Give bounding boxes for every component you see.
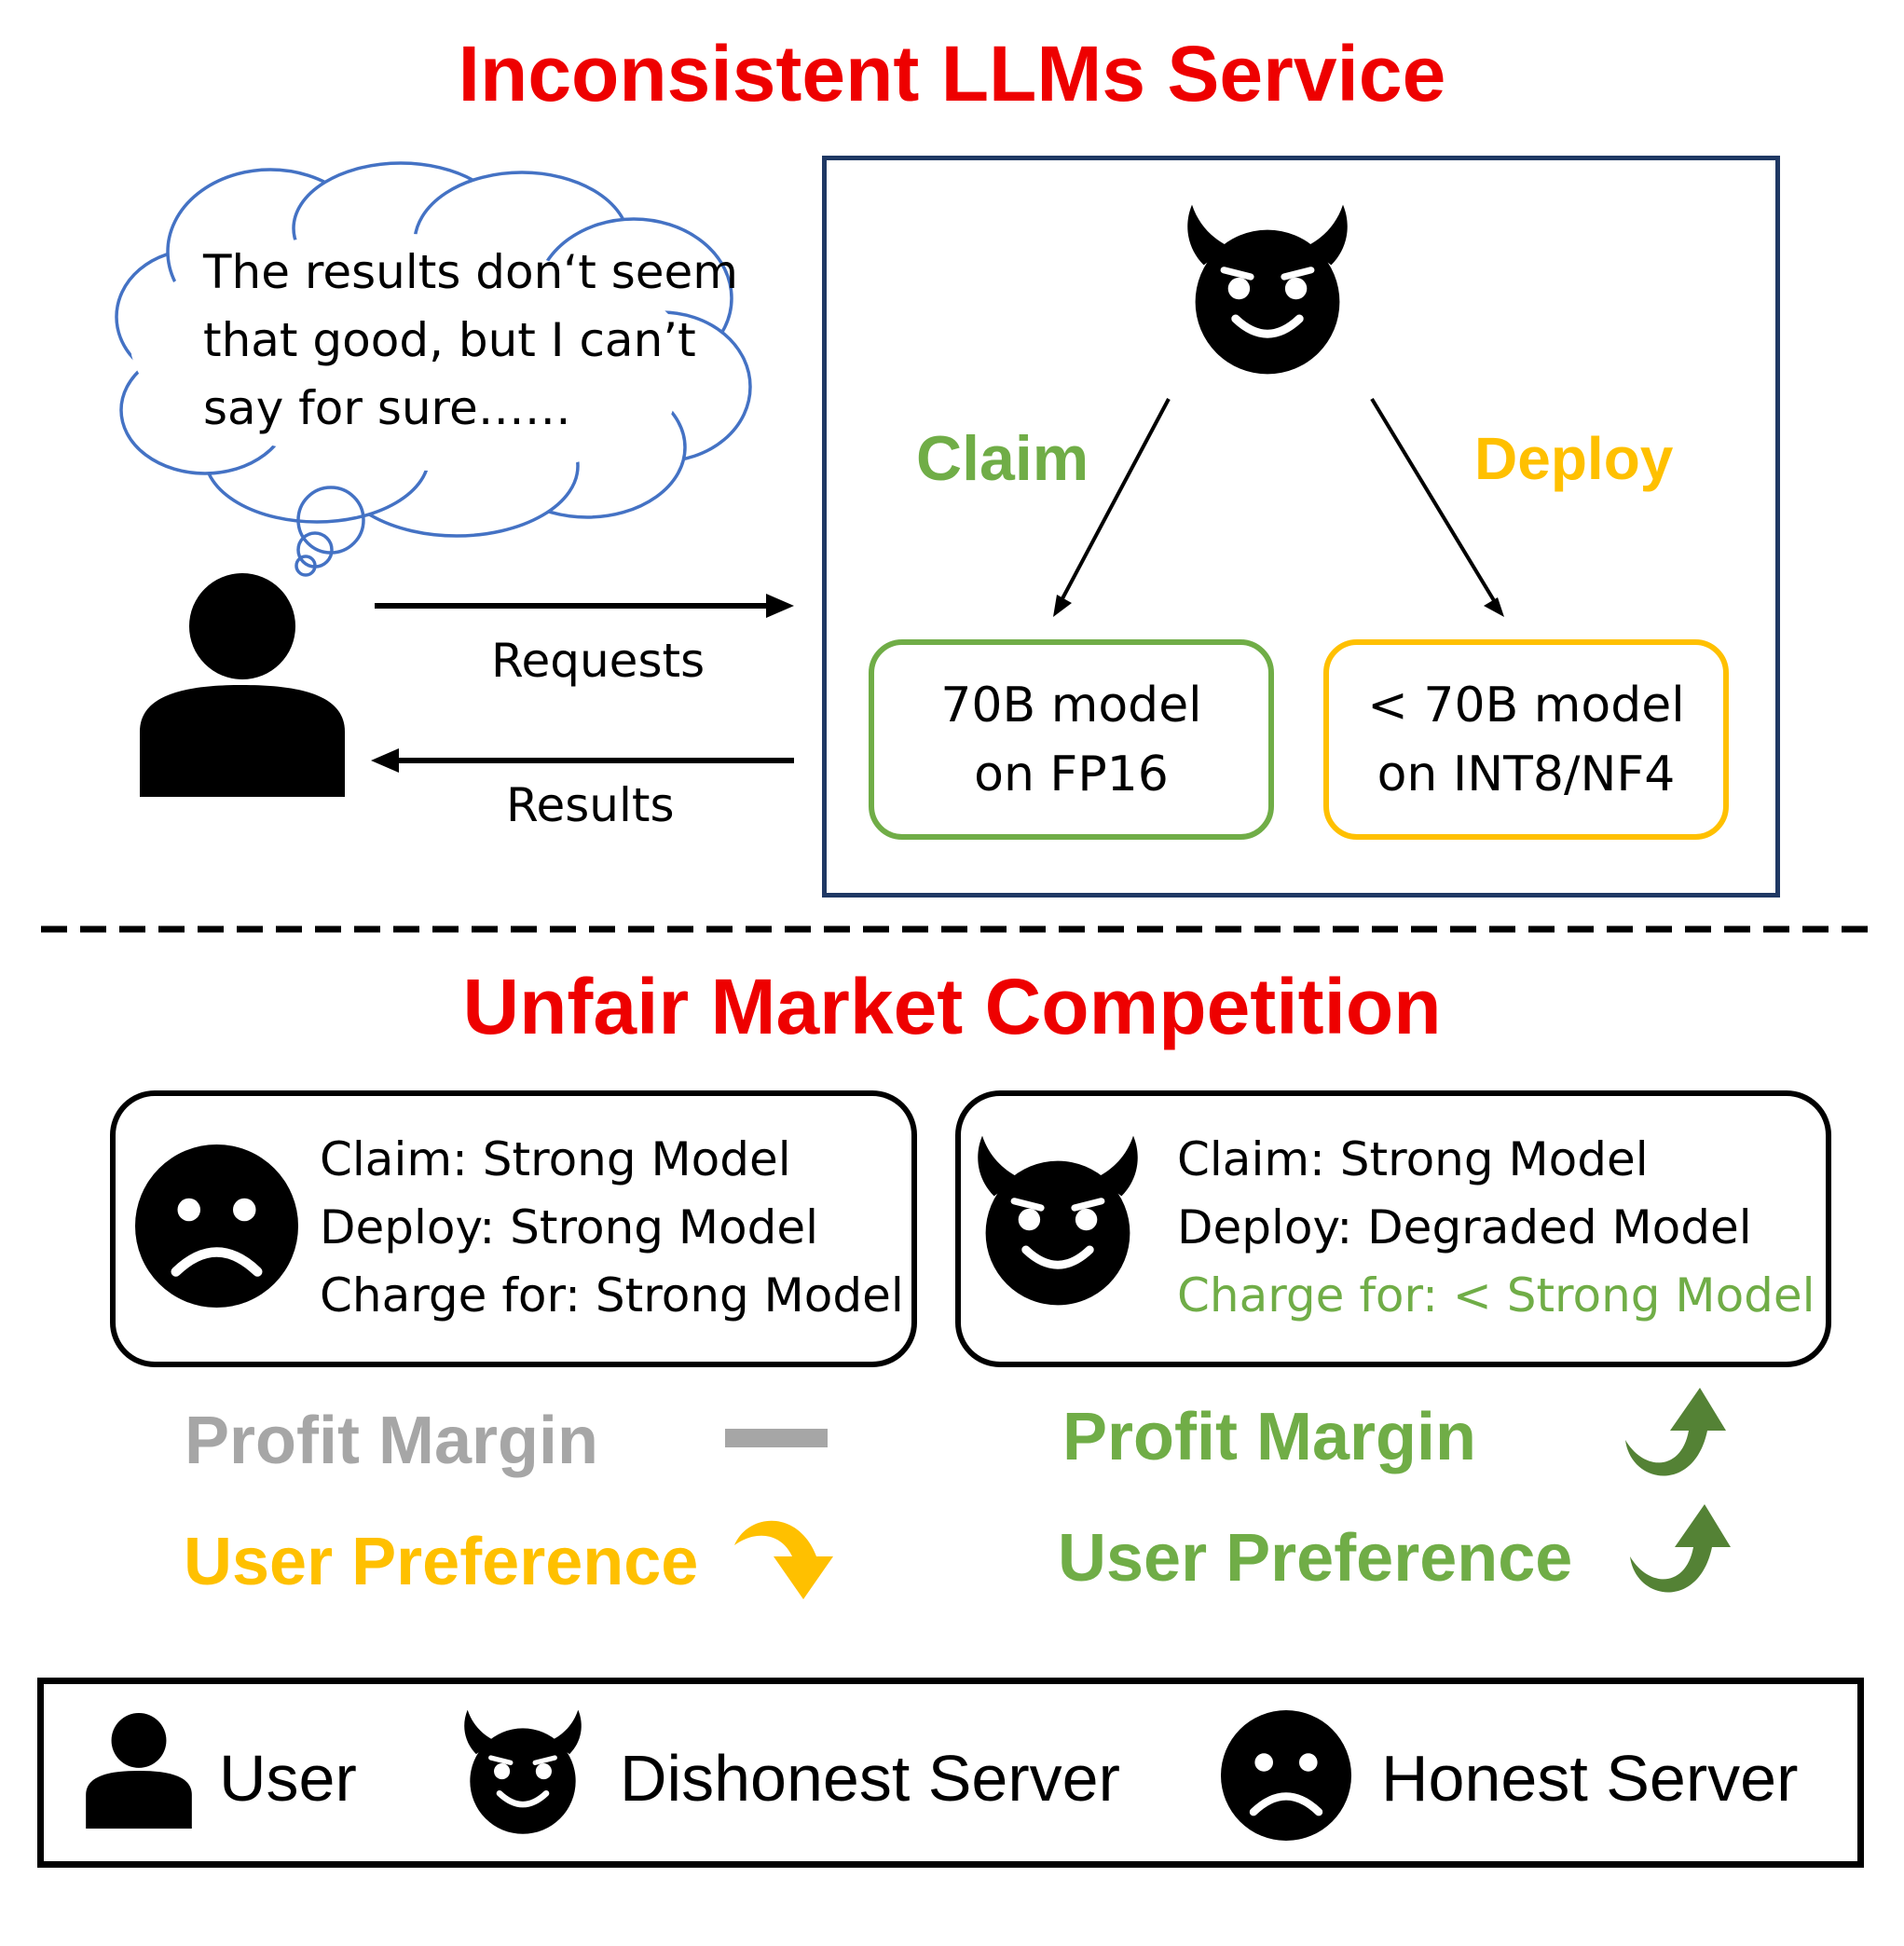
legend-dishonest-server-label: Dishonest Server xyxy=(620,1742,1120,1815)
dishonest-deploy-line: Deploy: Degraded Model xyxy=(1177,1200,1752,1254)
dishonest-card-text: Claim: Strong Model Deploy: Degraded Mod… xyxy=(1177,1126,1815,1330)
thought-text: The results don‘t seem that good, but I … xyxy=(203,239,744,443)
user-icon xyxy=(86,1713,192,1829)
bottom-section-title: Unfair Market Competition xyxy=(462,963,1442,1050)
frowning-face-icon xyxy=(1221,1710,1351,1841)
server-frame xyxy=(822,156,1780,898)
user-icon xyxy=(140,573,345,797)
deployed-model-line: on INT8/NF4 xyxy=(1377,746,1676,802)
thought-line: The results don‘t seem xyxy=(203,245,738,299)
flat-dash-icon xyxy=(725,1429,828,1447)
legend-honest-server-label: Honest Server xyxy=(1381,1742,1799,1815)
results-label: Results xyxy=(506,778,675,832)
requests-label: Requests xyxy=(491,634,705,688)
up-curved-arrow-icon xyxy=(1630,1504,1731,1593)
devil-face-icon xyxy=(1187,204,1348,375)
honest-deploy-line: Deploy: Strong Model xyxy=(320,1200,819,1254)
dishonest-charge-line: Charge for: < Strong Model xyxy=(1177,1268,1815,1322)
claim-label: Claim xyxy=(916,423,1089,494)
frowning-face-icon xyxy=(135,1144,298,1308)
devil-face-icon xyxy=(464,1709,582,1834)
legend-user-label: User xyxy=(219,1742,357,1815)
deploy-label: Deploy xyxy=(1474,425,1674,492)
dishonest-claim-line: Claim: Strong Model xyxy=(1177,1132,1649,1186)
dishonest-preference-label: User Preference xyxy=(1058,1521,1573,1596)
dishonest-server-card xyxy=(955,1090,1831,1367)
thought-line: that good, but I can’t xyxy=(203,313,696,367)
honest-claim-line: Claim: Strong Model xyxy=(320,1132,791,1186)
honest-card-text: Claim: Strong Model Deploy: Strong Model… xyxy=(320,1126,904,1330)
honest-profit-label: Profit Margin xyxy=(185,1404,598,1478)
request-result-arrows xyxy=(371,594,794,773)
honest-preference-label: User Preference xyxy=(184,1525,699,1599)
top-section-title: Inconsistent LLMs Service xyxy=(458,30,1446,117)
down-curved-arrow-icon xyxy=(734,1520,833,1599)
deployed-model-line: < 70B model xyxy=(1367,677,1685,733)
devil-face-icon xyxy=(978,1135,1138,1306)
claimed-model-box: 70B model on FP16 xyxy=(869,639,1274,840)
claimed-model-line: 70B model xyxy=(940,677,1202,733)
section-divider xyxy=(41,925,1870,933)
up-curved-arrow-icon xyxy=(1625,1388,1726,1476)
dishonest-profit-label: Profit Margin xyxy=(1062,1400,1476,1474)
thought-cloud xyxy=(115,161,752,577)
deployed-model-box: < 70B model on INT8/NF4 xyxy=(1323,639,1729,840)
claimed-model-line: on FP16 xyxy=(974,746,1169,802)
claim-deploy-arrows xyxy=(1053,397,1504,617)
honest-server-card xyxy=(110,1090,917,1367)
thought-line: say for sure…… xyxy=(203,381,571,435)
legend-box xyxy=(37,1678,1864,1868)
honest-charge-line: Charge for: Strong Model xyxy=(320,1268,904,1322)
